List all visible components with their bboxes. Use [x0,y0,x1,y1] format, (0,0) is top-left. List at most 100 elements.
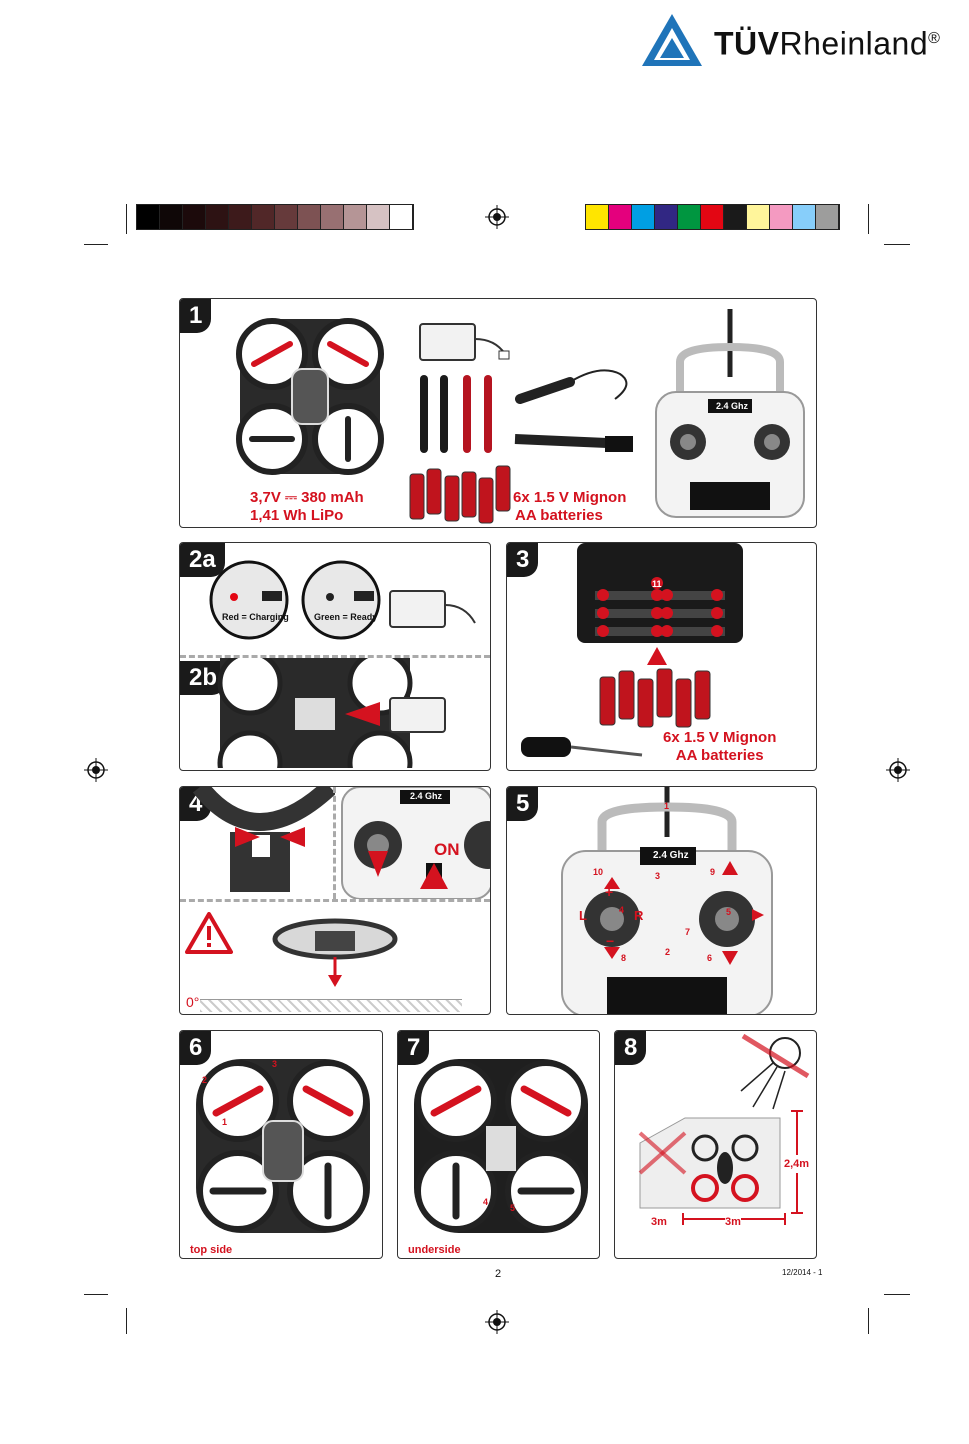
marker-4: 4 [619,905,624,915]
aa-spec-line1: 6x 1.5 V Mignon [513,489,626,507]
remote-freq-label: 2.4 Ghz [653,850,689,861]
bright-swatch [632,205,655,229]
height-label: 2,4m [784,1155,809,1173]
color-bar-bright [585,204,840,230]
registration-mark-right-icon [886,758,910,782]
label-plus: + [605,883,613,901]
bright-swatch [655,205,678,229]
label-red-charging: Red = Charging [222,612,289,622]
lanyard-icon [510,424,640,464]
marker-10: 10 [593,867,603,877]
dark-swatch [344,205,367,229]
panel-8-flight-area: 8 2,4m 3m 3m [614,1030,817,1259]
dark-swatch [390,205,413,229]
width-label-2: 3m [725,1213,741,1231]
marker-5: 5 [510,1203,515,1213]
marker-7: 7 [685,927,690,937]
remote-icon [650,307,810,523]
remote-close-up: 2.4 Ghz ON [338,787,491,899]
remote-freq-label: 2.4 Ghz [716,401,748,411]
marker-1: 1 [664,801,669,811]
caption-top-side: top side [190,1241,232,1259]
bright-swatch [747,205,770,229]
bright-swatch [793,205,816,229]
dark-swatch [367,205,390,229]
dark-swatch [206,205,229,229]
label-right-r: R [634,907,643,925]
marker-2: 2 [202,1075,207,1085]
charger-red-icon [208,559,290,641]
panel-4-power-on: 4 2.4 Ghz ON 0° [179,786,491,1015]
marker-9: 9 [710,867,715,877]
dark-swatch [298,205,321,229]
marker-8: 8 [621,953,626,963]
bright-swatch [816,205,839,229]
propellers-icon [412,374,502,454]
warning-icon [185,912,233,954]
dark-swatch [137,205,160,229]
marker-11: 11 [652,579,662,589]
battery-spec-line2: 1,41 Wh LiPo [250,507,364,525]
lipo-battery-icon [415,319,515,369]
remote-controller: 2.4 Ghz [650,307,810,523]
page-number: 2 [495,1268,501,1280]
remote-freq-label: 2.4 Ghz [410,791,442,801]
document-code: 12/2014 - 1 [782,1268,822,1277]
panel-2-charging: 2a Red = Charging Green = Ready 2b [179,542,491,771]
width-label-1: 3m [651,1213,667,1231]
aa-spec-line1: 6x 1.5 V Mignon [663,729,776,747]
remote-icon [338,787,491,899]
caption-underside: underside [408,1241,461,1259]
drone-icon [230,309,390,484]
panel-number: 1 [180,299,211,333]
screwdriver-icon [517,729,647,769]
arrow-up-icon [647,647,667,665]
panel-6-top-side: 6 1 2 3 top side [179,1030,383,1259]
dark-swatch [321,205,344,229]
logo-brand-light: Rheinland [780,26,929,62]
registration-mark-icon [485,205,509,229]
panel-5-controls: 5 2.4 Ghz 1 2 3 4 5 6 7 8 9 10 L R + − [506,786,817,1015]
logo-registered: ® [928,30,940,47]
marker-2: 2 [665,947,670,957]
panel-3-remote-batteries: 3 11 6x 1.5 V Mignon AA batteries [506,542,817,771]
drone-top-icon [188,1051,378,1241]
dark-swatch [252,205,275,229]
bright-swatch [678,205,701,229]
aa-batteries-icon [405,464,515,524]
battery-cable-icon [385,581,485,641]
aa-spec-line2: AA batteries [663,747,776,765]
label-green-ready: Green = Ready [314,612,377,622]
charger-green-icon [300,559,382,641]
registration-mark-bottom-icon [485,1310,509,1334]
panel-7-underside: 7 4 5 underside [397,1030,600,1259]
dark-swatch [183,205,206,229]
panel-number: 3 [507,543,538,577]
logo-brand-bold: TÜV [714,26,780,62]
tuv-triangle-icon [640,12,704,68]
angle-label: 0° [186,993,199,1011]
marker-5: 5 [726,907,731,917]
panel-1-contents: 1 3,7V ⎓ 380 mAh 1,41 Wh LiPo [179,298,817,528]
color-bar-dark [136,204,414,230]
label-minus: − [606,932,614,950]
bright-swatch [701,205,724,229]
usb-cable-icon [510,354,640,419]
marker-3: 3 [272,1059,277,1069]
drone-switch-icon [180,787,335,902]
aa-spec-line2: AA batteries [513,507,626,525]
bright-swatch [609,205,632,229]
aa-batteries-icon [595,667,715,729]
battery-spec-line1: 3,7V ⎓ 380 mAh [250,489,364,507]
remote-icon [552,787,812,1015]
marker-3: 3 [655,871,660,881]
drone-side-icon [270,917,400,997]
dark-swatch [160,205,183,229]
registration-mark-left-icon [84,758,108,782]
marker-6: 6 [707,953,712,963]
label-left-l: L [579,907,587,925]
dimension-lines-icon [615,1031,815,1259]
dark-swatch [275,205,298,229]
drone-underside-icon [406,1051,596,1241]
bright-swatch [724,205,747,229]
